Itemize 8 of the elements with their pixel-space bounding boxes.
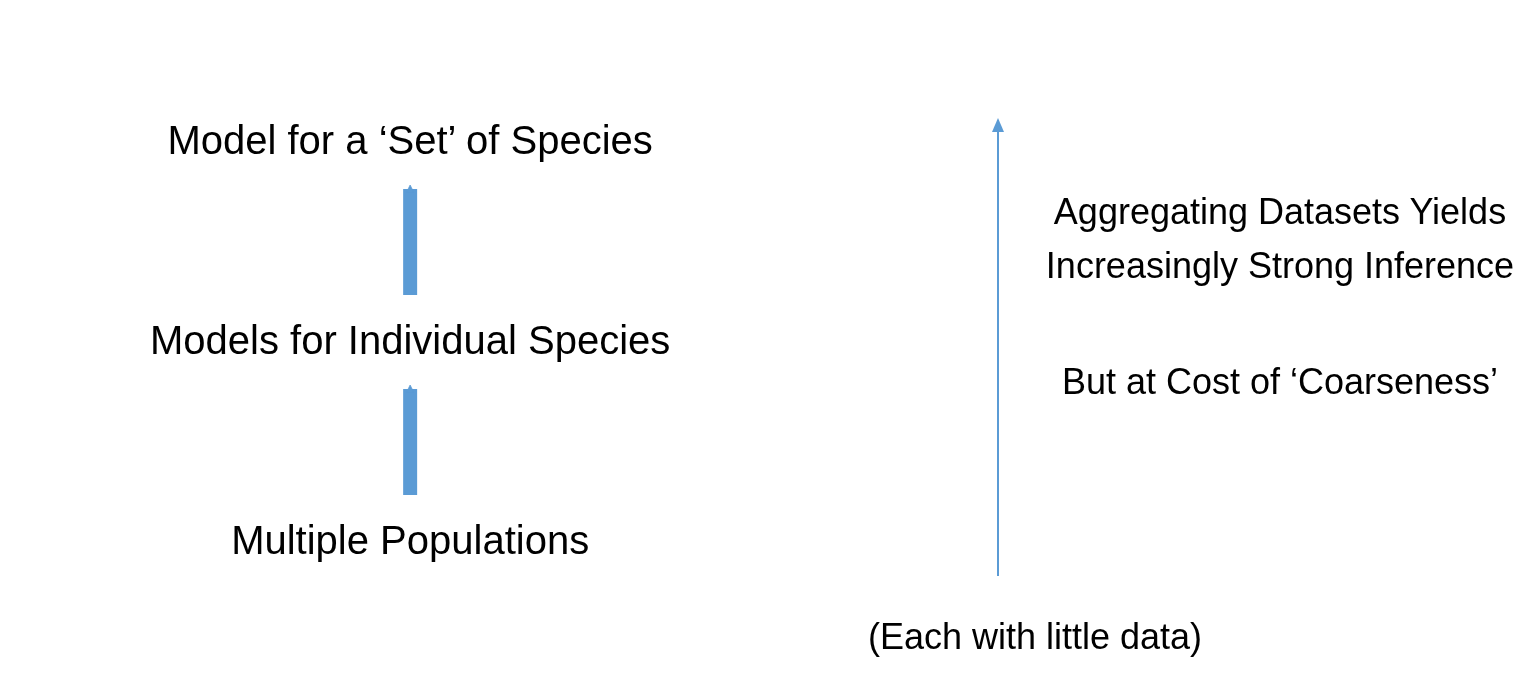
node-text: Multiple Populations [231,517,589,562]
note-text: (Each with little data) [866,615,1204,659]
node-text: Model for a ‘Set’ of Species [167,117,653,162]
arrow [403,184,417,295]
node-text: Models for Individual Species [149,317,671,362]
annotation-text: But at Cost of ‘Coarseness’ [1060,360,1500,404]
arrow [403,384,417,495]
annotation-text: Aggregating Datasets Yields Increasingly Strong Inference [1044,190,1516,288]
